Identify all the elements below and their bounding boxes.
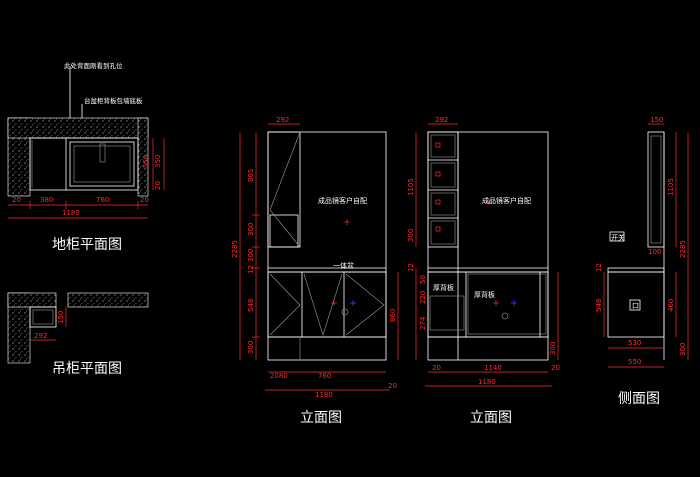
dim-e2-12: 12 <box>407 263 415 272</box>
dim-sd-150: 150 <box>650 116 663 124</box>
dim-e1-292: 292 <box>276 116 289 124</box>
note-hole: 此处背面刚看到孔位 <box>64 62 123 70</box>
dim-e1-760: 760 <box>318 372 331 380</box>
dim-e2-1105: 1105 <box>407 178 415 196</box>
title-floor-plan: 地柜平面图 <box>52 237 122 253</box>
label-switch: 开关 <box>611 233 625 242</box>
dim-e2-20a: 20 <box>432 364 441 372</box>
dim-e1-860: 860 <box>389 309 397 322</box>
dim-sd-548: 548 <box>595 299 603 312</box>
label-thick-board-1: 厚背板 <box>433 283 454 292</box>
dim-e1-20: 20 <box>388 382 397 390</box>
dim-wp-150: 150 <box>57 311 65 324</box>
elevation-1: 成品镜客户自配 一体盆 292 805 300 300 12 548 300 2… <box>231 116 399 399</box>
label-mirror-1: 成品镜客户自配 <box>318 196 367 205</box>
dim-fp-1180: 1180 <box>62 209 80 217</box>
side-elevation: 开关 口 150 1105 12 100 2285 548 460 300 53… <box>595 116 689 368</box>
title-elevation-2: 立面图 <box>470 410 512 426</box>
dim-e1-548: 548 <box>247 299 255 312</box>
dim-e1-300a: 300 <box>247 223 255 236</box>
label-thick-board-2: 厚背板 <box>474 290 495 299</box>
dim-e2-1140: 1140 <box>484 364 502 372</box>
dim-sd-550: 550 <box>628 358 641 366</box>
title-side: 侧面图 <box>618 391 660 407</box>
dim-e1-300b: 300 <box>247 249 255 262</box>
dim-wp-292: 292 <box>34 332 47 340</box>
label-basin: 一体盆 <box>333 261 354 270</box>
dim-e1-12: 12 <box>247 265 255 274</box>
dim-fp-20b: 20 <box>140 196 149 204</box>
dim-e1-300c: 300 <box>247 341 255 354</box>
dim-fp-760: 760 <box>96 196 109 204</box>
dim-e2-300b: 300 <box>549 342 557 355</box>
dim-e1-2285: 2285 <box>231 240 239 258</box>
dim-sd-300: 300 <box>679 343 687 356</box>
dim-fp-20a: 20 <box>12 196 21 204</box>
title-elevation-1: 立面图 <box>300 410 342 426</box>
dim-fp-350: 350 <box>154 155 162 168</box>
dim-e2-300: 300 <box>407 229 415 242</box>
dim-sd-2285: 2285 <box>679 240 687 258</box>
floor-cabinet-plan: 20 380 760 20 1180 550 350 20 <box>7 66 165 219</box>
title-wall-plan: 吊柜平面图 <box>52 361 122 377</box>
dim-e1-2080: 2080 <box>270 372 288 380</box>
dim-e2-50: 50 <box>419 275 427 284</box>
label-box: 口 <box>632 302 639 310</box>
dim-e2-274: 274 <box>419 316 427 330</box>
dim-e2-292: 292 <box>435 116 448 124</box>
dim-fp-380: 380 <box>40 196 53 204</box>
dim-e2-220: 220 <box>419 291 427 304</box>
dim-e1-805: 805 <box>247 169 255 182</box>
dim-sd-1105: 1105 <box>667 178 675 196</box>
dim-e1-1180: 1180 <box>315 391 333 399</box>
label-mirror-2: 成品镜客户自配 <box>482 196 531 205</box>
elevation-2: 成品镜客户自配 厚背板 厚背板 292 1105 300 12 50 220 2… <box>407 116 560 387</box>
dim-fp-20c: 20 <box>154 181 162 190</box>
dim-sd-12: 12 <box>595 263 603 272</box>
dim-sd-530: 530 <box>628 339 641 347</box>
dim-sd-100: 100 <box>648 248 661 256</box>
note-backboard: 台盆柜背板包墙底板 <box>84 97 143 105</box>
dim-e2-1180: 1180 <box>478 378 496 386</box>
dim-e2-20b: 20 <box>551 364 560 372</box>
dim-fp-550: 550 <box>142 155 150 168</box>
wall-cabinet-plan: 292 150 <box>7 292 149 364</box>
dim-sd-460: 460 <box>667 299 675 312</box>
